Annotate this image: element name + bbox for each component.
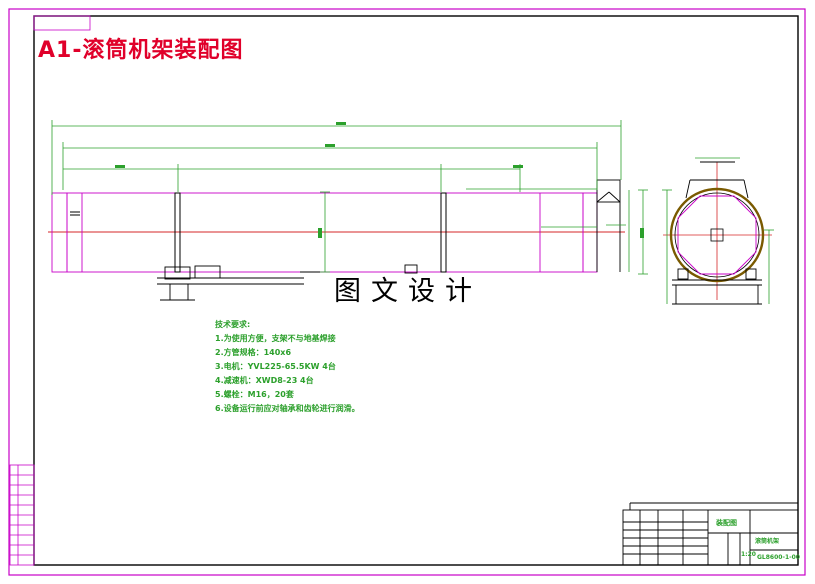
technical-requirements: 技术要求: 1.为使用方便，支架不与地基焊接 2.方管规格：140x6 3.电机… [215,318,360,416]
side-hood [685,161,749,199]
title-block [622,502,799,566]
note-line: 1.为使用方便，支架不与地基焊接 [215,334,336,343]
drum-rings [70,192,447,273]
corner-tag-box [33,15,91,31]
side-drum-shell [674,192,760,278]
outer-sheet-border [8,8,806,576]
front-dimensions [51,120,648,275]
notes-heading: 技术要求: [215,320,251,329]
title-block-scale: 1:20 [741,551,756,558]
title-block-drawing-number: GL8600-1-00 [757,554,800,561]
note-line: 3.电机：YVL225-65.5KW 4台 [215,362,336,371]
note-line: 6.设备运行前应对轴承和齿轮进行润滑。 [215,404,360,413]
side-base-frame [672,268,762,305]
feed-chute [596,179,621,272]
note-line: 4.减速机：XWD8-23 4台 [215,376,314,385]
watermark-text: 图文设计 [318,274,498,310]
note-line: 2.方管规格：140x6 [215,348,292,357]
left-margin-blocks [9,464,35,566]
side-drum-ring [669,187,765,283]
front-dimension-values [115,122,644,238]
note-line: 5.螺栓：M16，20套 [215,390,294,399]
drum-body [51,192,598,273]
front-view [48,120,648,301]
drawing-title: A1-滚筒机架装配图 [38,38,244,63]
title-block-machine-name: 滚筒机架 [755,538,780,545]
side-hub [710,228,724,242]
title-block-drawing-name: 装配图 [716,519,737,527]
side-lifter-octagon [677,195,757,275]
side-dimensions [662,157,774,304]
side-view [662,157,774,305]
front-support-frame [157,264,418,301]
inner-drawing-frame [33,15,799,566]
